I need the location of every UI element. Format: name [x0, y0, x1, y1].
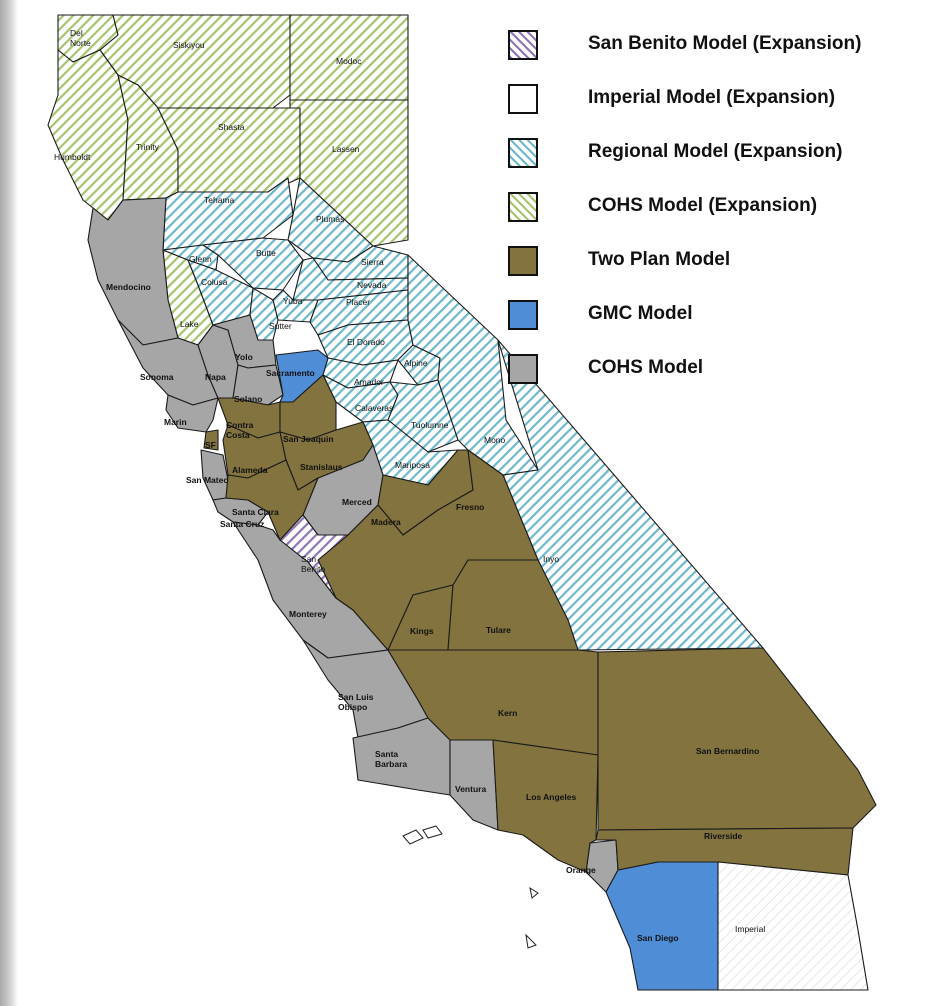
legend-label: Imperial Model (Expansion) — [588, 87, 836, 108]
county-modoc[interactable] — [289, 14, 409, 101]
county-sf[interactable] — [203, 429, 219, 451]
county-riverside[interactable] — [595, 827, 854, 876]
channel-island-2 — [422, 825, 443, 839]
legend-swatch-cohs-expansion — [508, 192, 538, 222]
county-ventura[interactable] — [449, 739, 499, 831]
channel-island-3 — [529, 886, 539, 899]
county-san-bernardino[interactable] — [597, 647, 877, 831]
county-glenn[interactable] — [162, 244, 219, 271]
legend-swatch-gmc — [508, 300, 538, 330]
legend-label: COHS Model (Expansion) — [588, 195, 818, 216]
county-imperial[interactable] — [717, 861, 869, 991]
channel-island-1 — [402, 829, 424, 845]
county-san-mateo[interactable] — [200, 449, 229, 501]
county-mendocino[interactable] — [87, 197, 179, 346]
county-san-diego[interactable] — [605, 861, 719, 991]
county-los-angeles[interactable] — [492, 739, 599, 873]
county-butte[interactable] — [202, 237, 304, 291]
legend-swatch-cohs — [508, 354, 538, 384]
county-layer — [47, 14, 877, 991]
legend-swatch-san-benito — [508, 30, 538, 60]
legend-label: COHS Model — [588, 357, 704, 378]
legend-label: Regional Model (Expansion) — [588, 141, 843, 162]
legend-label: GMC Model — [588, 303, 693, 324]
county-mono[interactable] — [407, 254, 539, 476]
county-marin[interactable] — [165, 394, 219, 433]
county-san-benito[interactable] — [279, 514, 349, 599]
legend-label: Two Plan Model — [588, 249, 731, 270]
county-humboldt[interactable] — [47, 49, 129, 221]
channel-island-4 — [525, 933, 537, 949]
legend-swatch-regional — [508, 138, 538, 168]
legend-swatch-two-plan — [508, 246, 538, 276]
legend-label: San Benito Model (Expansion) — [588, 33, 862, 54]
legend-swatch-imperial — [508, 84, 538, 114]
county-shasta[interactable] — [157, 107, 301, 193]
